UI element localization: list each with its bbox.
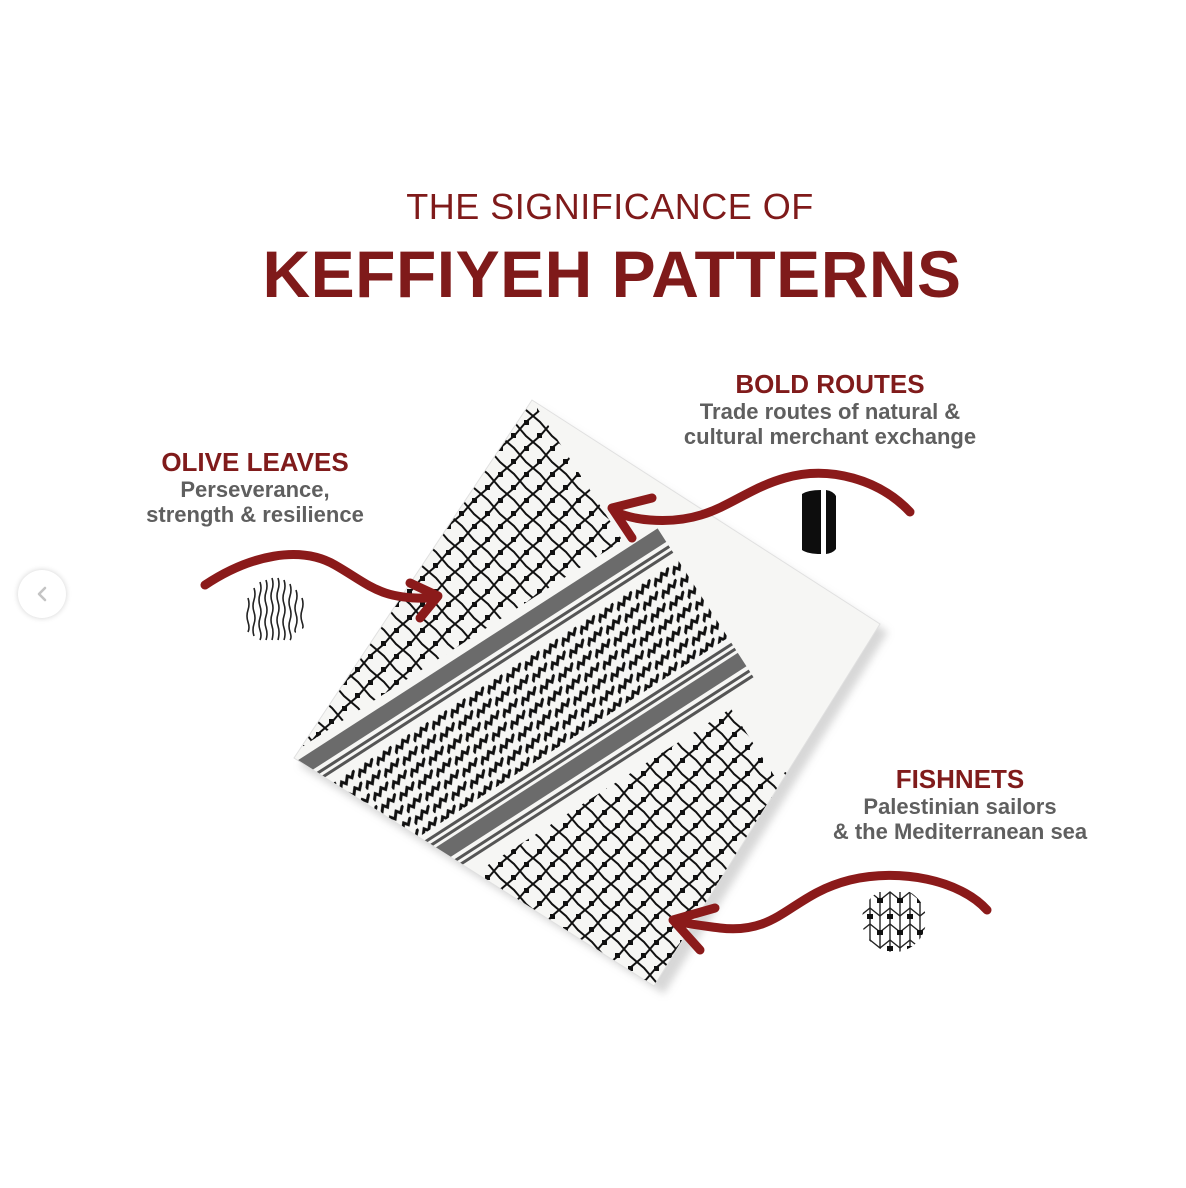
bold-routes-arrow <box>607 468 915 543</box>
fishnets-description-line1: Palestinian sailors <box>863 794 1057 819</box>
olive-leaves-label: OLIVE LEAVES Perseverance, strength & re… <box>110 447 400 527</box>
fishnet-mesh-icon <box>862 891 926 952</box>
fishnets-arrow <box>668 870 992 955</box>
page-pretitle: THE SIGNIFICANCE OF <box>406 186 814 227</box>
olive-leaves-description-line1: Perseverance, <box>180 477 330 502</box>
page-title: KEFFIYEH PATTERNS <box>262 237 962 311</box>
olive-leaves-title: OLIVE LEAVES <box>161 447 349 477</box>
bold-routes-title: BOLD ROUTES <box>735 369 925 399</box>
fishnets-description-line2: & the Mediterranean sea <box>832 819 1088 844</box>
bold-routes-bars-icon <box>802 490 836 554</box>
bold-routes-label: BOLD ROUTES Trade routes of natural & cu… <box>630 369 1030 449</box>
previous-slide-button[interactable] <box>18 570 66 618</box>
chevron-left-icon <box>37 586 47 602</box>
olive-leaves-arrow <box>200 550 443 623</box>
bold-routes-description-line1: Trade routes of natural & <box>699 399 961 424</box>
fishnets-label: FISHNETS Palestinian sailors & the Medit… <box>790 764 1130 844</box>
olive-leaves-description-line2: strength & resilience <box>146 502 364 527</box>
olive-leaves-wavy-lines-icon <box>246 577 304 641</box>
fishnets-title: FISHNETS <box>895 764 1025 794</box>
bold-routes-description-line2: cultural merchant exchange <box>683 424 977 449</box>
